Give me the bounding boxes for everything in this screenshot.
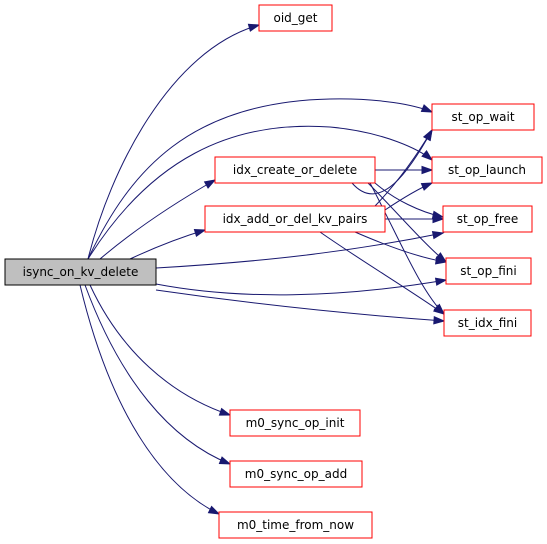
node-label: idx_create_or_delete xyxy=(233,163,357,177)
arrowhead-icon xyxy=(203,179,217,189)
nodes-layer: isync_on_kv_delete oid_get st_op_wait id… xyxy=(4,4,543,539)
edge-line xyxy=(155,232,444,269)
arrowhead-icon xyxy=(431,230,445,240)
node-label: st_op_launch xyxy=(448,163,526,177)
edge-isync-on-kv-delete-to-m0-sync-op-add xyxy=(84,284,232,465)
edge-line xyxy=(99,179,216,260)
node-label: idx_add_or_del_kv_pairs xyxy=(223,212,368,226)
arrowhead-icon xyxy=(432,304,446,315)
node-label: st_op_wait xyxy=(451,110,514,124)
edge-line xyxy=(319,231,445,315)
arrowhead-icon xyxy=(420,104,434,113)
node-st-op-launch[interactable]: st_op_launch xyxy=(431,156,543,184)
edge-isync-on-kv-delete-to-st-op-launch xyxy=(87,125,434,260)
edge-line xyxy=(84,284,231,465)
edge-line xyxy=(354,231,447,263)
edge-isync-on-kv-delete-to-m0-time-from-now xyxy=(79,284,221,515)
edge-isync-on-kv-delete-to-idx-create-or-delete xyxy=(99,179,217,260)
node-m0-sync-op-add[interactable]: m0_sync_op_add xyxy=(229,460,363,488)
edge-line xyxy=(129,229,206,260)
node-label: st_op_free xyxy=(457,212,519,226)
node-st-op-wait[interactable]: st_op_wait xyxy=(431,103,535,131)
node-label: m0_sync_op_add xyxy=(245,467,347,481)
edge-idx-add-or-del-kv-pairs-to-st-op-free xyxy=(385,214,445,224)
arrowhead-icon xyxy=(422,128,433,142)
node-st-idx-fini[interactable]: st_idx_fini xyxy=(443,309,532,337)
edge-isync-on-kv-delete-to-st-idx-fini xyxy=(155,289,446,325)
arrowhead-icon xyxy=(193,228,207,238)
edge-line xyxy=(87,24,260,260)
edge-line xyxy=(155,289,445,322)
arrowhead-icon xyxy=(218,456,232,465)
edge-line xyxy=(155,279,447,296)
arrowhead-icon xyxy=(434,256,448,265)
node-label: m0_time_from_now xyxy=(237,518,354,532)
node-isync-on-kv-delete[interactable]: isync_on_kv_delete xyxy=(4,258,157,286)
node-st-op-fini[interactable]: st_op_fini xyxy=(445,257,532,285)
node-label: st_idx_fini xyxy=(458,316,518,330)
edge-idx-create-or-delete-to-st-idx-fini xyxy=(369,182,446,316)
edge-idx-create-or-delete-to-st-op-launch xyxy=(375,165,434,175)
node-idx-create-or-delete[interactable]: idx_create_or_delete xyxy=(214,156,376,184)
edge-line xyxy=(79,284,220,515)
edge-isync-on-kv-delete-to-oid-get xyxy=(87,23,261,260)
edge-isync-on-kv-delete-to-st-op-wait xyxy=(87,98,434,260)
edge-isync-on-kv-delete-to-st-op-free xyxy=(155,230,445,269)
edge-line xyxy=(369,182,445,315)
edge-idx-add-or-del-kv-pairs-to-st-op-fini xyxy=(354,231,448,265)
arrowhead-icon xyxy=(218,407,232,416)
edge-line xyxy=(87,125,433,260)
edge-idx-add-or-del-kv-pairs-to-st-op-launch xyxy=(384,182,434,211)
node-idx-add-or-del-kv-pairs[interactable]: idx_add_or_del_kv_pairs xyxy=(204,205,386,233)
edge-isync-on-kv-delete-to-st-op-fini xyxy=(155,277,448,296)
arrowhead-icon xyxy=(420,182,434,191)
arrowhead-icon xyxy=(421,165,434,175)
node-label: oid_get xyxy=(274,11,318,25)
arrowhead-icon xyxy=(247,23,261,32)
node-label: isync_on_kv_delete xyxy=(23,265,139,279)
arrowhead-icon xyxy=(432,214,445,224)
node-label: m0_sync_op_init xyxy=(246,416,345,430)
arrowhead-icon xyxy=(207,505,221,515)
edge-isync-on-kv-delete-to-idx-add-or-del-kv-pairs xyxy=(129,228,207,260)
edge-line xyxy=(87,98,433,260)
arrowhead-icon xyxy=(434,277,448,286)
arrowhead-icon xyxy=(421,150,434,161)
node-st-op-free[interactable]: st_op_free xyxy=(442,205,533,233)
edge-isync-on-kv-delete-to-m0-sync-op-init xyxy=(89,284,232,416)
node-label: st_op_fini xyxy=(460,264,516,278)
edges-layer xyxy=(79,23,448,515)
node-oid-get[interactable]: oid_get xyxy=(258,4,333,32)
edge-line xyxy=(89,284,231,416)
edge-idx-add-or-del-kv-pairs-to-st-op-wait xyxy=(374,128,433,207)
node-m0-sync-op-init[interactable]: m0_sync_op_init xyxy=(229,409,361,437)
arrowhead-icon xyxy=(433,316,446,325)
node-m0-time-from-now[interactable]: m0_time_from_now xyxy=(218,511,373,539)
edge-idx-add-or-del-kv-pairs-to-st-idx-fini xyxy=(319,231,446,315)
